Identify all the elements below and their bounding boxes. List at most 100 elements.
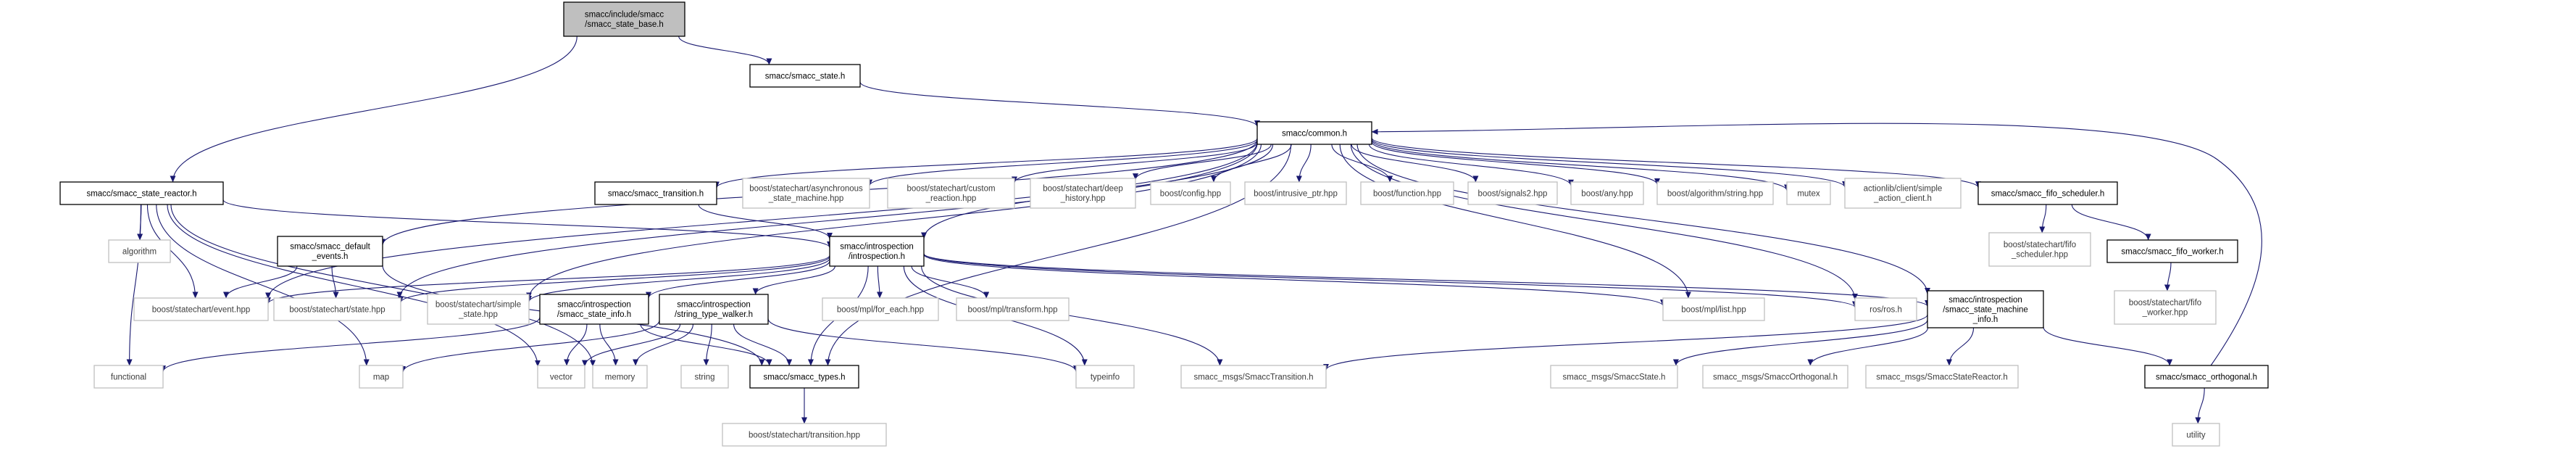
node-memory: memory xyxy=(592,365,648,389)
node-label: boost/mpl/transform.hpp xyxy=(967,305,1057,314)
node-label: smacc/smacc_types.h xyxy=(763,373,845,381)
edge-base-to-state xyxy=(678,36,772,65)
edge-introspection-to-state_hpp xyxy=(398,256,830,303)
node-label: smacc/introspection xyxy=(840,243,914,252)
edge-common-to-simple_state xyxy=(526,144,1262,299)
node-transition[interactable]: smacc/smacc_transition.h xyxy=(594,181,717,205)
node-ros_h: ros/ros.h xyxy=(1854,297,1917,321)
edge-sm_info-to-msg_state xyxy=(1673,319,1928,366)
node-msg_transition: smacc_msgs/SmaccTransition.h xyxy=(1180,365,1327,389)
node-label: smacc/smacc_fifo_scheduler.h xyxy=(1991,189,2105,198)
node-label: memory xyxy=(605,373,635,381)
edge-reactor-to-memory xyxy=(170,204,596,367)
node-label: smacc/introspection xyxy=(557,301,631,310)
node-base[interactable]: smacc/include/smacc/smacc_state_base.h xyxy=(563,1,685,37)
node-label: smacc/introspection xyxy=(1948,296,2022,305)
edge-state-to-common xyxy=(859,81,1260,128)
edge-introspection-to-event_hpp xyxy=(265,255,830,305)
edge-transition-to-introspection xyxy=(698,204,833,239)
node-mpl_transform: boost/mpl/transform.hpp xyxy=(956,297,1070,321)
node-bs_fifo_worker: boost/statechart/fifo_worker.hpp xyxy=(2114,290,2217,325)
node-label: boost/intrusive_ptr.hpp xyxy=(1254,189,1338,198)
node-box xyxy=(1256,121,1372,145)
node-label: smacc/introspection xyxy=(677,301,751,310)
node-bs_fifo_scheduler: boost/statechart/fifo _scheduler.hpp xyxy=(1988,232,2091,267)
node-fifo_scheduler[interactable]: smacc/smacc_fifo_scheduler.h xyxy=(1977,181,2118,205)
node-type_walker[interactable]: smacc/introspection/string_type_walker.h xyxy=(659,294,769,325)
node-label: boost/function.hpp xyxy=(1373,189,1441,198)
node-box xyxy=(2114,290,2217,325)
node-box xyxy=(680,365,729,389)
node-label: _info.h xyxy=(1972,315,1998,324)
node-label: vector xyxy=(550,373,572,381)
edge-introspection-to-sm_info xyxy=(923,253,1930,307)
node-label: boost/algorithm/string.hpp xyxy=(1667,189,1763,198)
edge-introspection-to-ros_h xyxy=(923,253,1858,308)
edge-type_walker-to-map xyxy=(400,320,660,373)
node-label: smacc/smacc_state.h xyxy=(765,72,846,80)
node-label: _state_machine.hpp xyxy=(768,194,844,203)
node-box xyxy=(1150,181,1231,205)
edge-reactor-to-introspection xyxy=(222,199,833,248)
node-box xyxy=(539,294,649,325)
node-label: /smacc_state_base.h xyxy=(585,20,664,29)
node-vector: vector xyxy=(537,365,585,389)
node-box xyxy=(1570,181,1644,205)
node-algo_string: boost/algorithm/string.hpp xyxy=(1656,181,1774,205)
edge-common-to-event_hpp xyxy=(265,141,1258,299)
node-box xyxy=(427,294,530,325)
node-box xyxy=(1467,181,1558,205)
edge-introspection-to-state_info xyxy=(646,260,830,299)
node-mpl_list: boost/mpl/list.hpp xyxy=(1662,297,1765,321)
node-box xyxy=(592,365,648,389)
node-intrusive_ptr: boost/intrusive_ptr.hpp xyxy=(1244,181,1347,205)
edge-common-to-deep_history xyxy=(1133,144,1272,181)
edge-common-to-custom_reaction xyxy=(1012,142,1258,183)
node-common[interactable]: smacc/common.h xyxy=(1256,121,1372,145)
node-map: map xyxy=(359,365,404,389)
node-box xyxy=(2172,423,2220,447)
node-box xyxy=(133,297,269,321)
node-box xyxy=(1360,181,1454,205)
node-orthogonal[interactable]: smacc/smacc_orthogonal.h xyxy=(2144,365,2269,389)
edge-reactor-to-functional xyxy=(126,204,141,366)
edge-state_info-to-smacc_types xyxy=(640,323,772,366)
node-state[interactable]: smacc/smacc_state.h xyxy=(749,64,861,88)
node-label: /introspection.h xyxy=(849,252,905,261)
node-label: boost/statechart/deep xyxy=(1043,185,1123,194)
edge-reactor-to-event_hpp xyxy=(146,204,199,299)
node-introspection[interactable]: smacc/introspection/introspection.h xyxy=(829,236,925,267)
node-label: boost/statechart/fifo xyxy=(2129,299,2201,307)
edge-type_walker-to-vector xyxy=(582,323,681,367)
edge-default_events-to-event_hpp xyxy=(223,265,298,299)
node-reactor[interactable]: smacc/smacc_state_reactor.h xyxy=(59,181,224,205)
node-default_events[interactable]: smacc/smacc_default_events.h xyxy=(277,236,383,267)
node-box xyxy=(537,365,585,389)
node-utility: utility xyxy=(2172,423,2220,447)
node-label: boost/statechart/fifo xyxy=(2004,241,2076,249)
node-box xyxy=(956,297,1070,321)
node-fifo_worker[interactable]: smacc/smacc_fifo_worker.h xyxy=(2106,239,2238,263)
node-label: typeinfo xyxy=(1091,373,1120,381)
node-state_info[interactable]: smacc/introspection/smacc_state_info.h xyxy=(539,294,649,325)
node-mutex: mutex xyxy=(1786,181,1831,205)
node-transition_hpp: boost/statechart/transition.hpp xyxy=(722,423,887,447)
node-label: _history.hpp xyxy=(1060,194,1106,203)
node-box xyxy=(1030,178,1136,209)
edge-common-to-signals2 xyxy=(1351,144,1479,183)
edge-common-to-algo_string xyxy=(1371,141,1660,185)
node-box xyxy=(1927,290,2044,328)
edge-common-to-state_hpp xyxy=(396,143,1258,299)
node-box xyxy=(1702,365,1848,389)
node-label: _scheduler.hpp xyxy=(2011,251,2068,260)
edge-type_walker-to-memory xyxy=(633,323,694,366)
edge-common-to-intrusive_ptr xyxy=(1296,144,1312,183)
node-box xyxy=(1786,181,1831,205)
node-smacc_types[interactable]: smacc/smacc_types.h xyxy=(749,365,859,389)
node-label: smacc/smacc_default xyxy=(290,243,370,252)
edge-fifo_scheduler-to-fifo_worker xyxy=(2071,204,2151,241)
node-sm_info[interactable]: smacc/introspection/smacc_state_machine_… xyxy=(1927,290,2044,328)
edge-state_info-to-vector xyxy=(564,323,588,366)
node-label: smacc/include/smacc xyxy=(585,11,664,20)
node-label: /smacc_state_machine xyxy=(1943,305,2028,314)
